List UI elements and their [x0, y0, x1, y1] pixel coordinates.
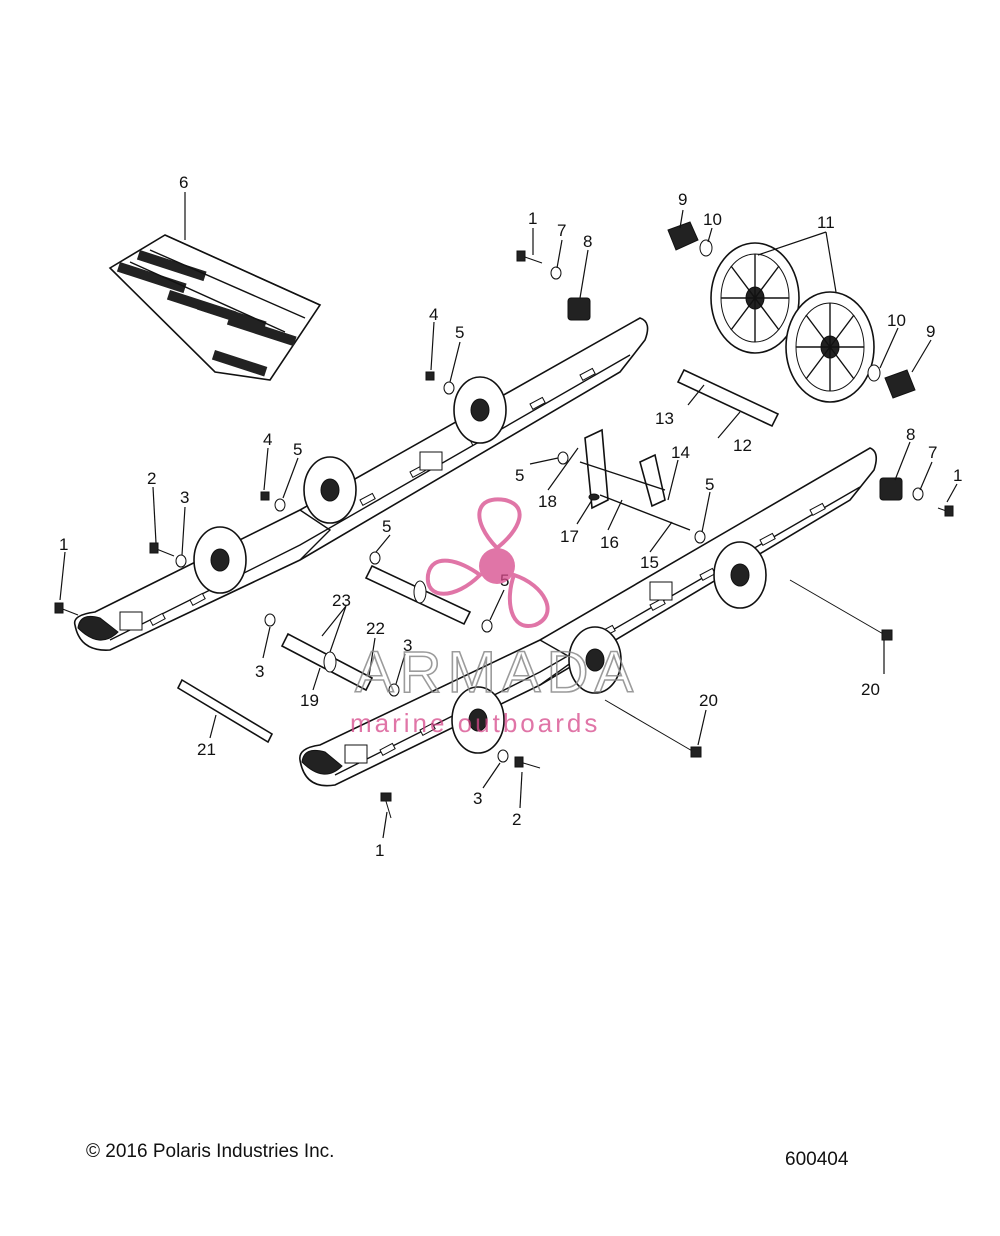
- wheel-cap: [884, 369, 916, 399]
- bolt: [54, 602, 79, 616]
- callout-label: 14: [671, 443, 690, 462]
- bolt: [937, 505, 954, 517]
- bracket-assembly: [579, 428, 691, 531]
- callouts: 6 1 7 8 9 10 11 10 9 4 5 4 5 2 3 1 5 18 …: [59, 173, 962, 860]
- callout-label: 23: [332, 591, 351, 610]
- washer: [175, 554, 187, 568]
- callout-label: 17: [560, 527, 579, 546]
- callout-label: 2: [147, 469, 156, 488]
- rod: [176, 678, 274, 744]
- mounting-plate: [879, 477, 903, 501]
- mounting-plate: [567, 297, 591, 321]
- callout-label: 5: [500, 571, 509, 590]
- wheel-cap: [667, 221, 699, 251]
- long-bolt: [604, 699, 702, 758]
- washer: [274, 498, 286, 512]
- callout-label: 10: [887, 311, 906, 330]
- shock-shaft: [364, 564, 472, 626]
- rail-wheel: [713, 541, 767, 609]
- callout-label: 5: [515, 466, 524, 485]
- callout-label: 18: [538, 492, 557, 511]
- callout-label: 21: [197, 740, 216, 759]
- cross-shaft: [280, 632, 374, 692]
- bolt: [514, 756, 541, 769]
- washer: [557, 451, 569, 465]
- callout-label: 13: [655, 409, 674, 428]
- rear-idler-wheel: [785, 291, 875, 403]
- callout-label: 7: [557, 221, 566, 240]
- callout-label: 4: [429, 305, 438, 324]
- washer: [912, 487, 924, 501]
- track-section: [108, 234, 322, 381]
- callout-label: 8: [583, 232, 592, 251]
- callout-label: 20: [699, 691, 718, 710]
- rear-idler-wheel: [710, 242, 800, 354]
- callout-label: 1: [528, 209, 537, 228]
- callout-label: 22: [366, 619, 385, 638]
- callout-label: 4: [263, 430, 272, 449]
- washer: [443, 381, 455, 395]
- washer: [369, 551, 381, 565]
- rail-wheel: [453, 376, 507, 444]
- left-rail: [73, 317, 649, 651]
- bolt: [260, 491, 270, 501]
- callout-label: 1: [375, 841, 384, 860]
- washer: [388, 683, 400, 697]
- callout-label: 5: [455, 323, 464, 342]
- rail-wheel: [303, 456, 357, 524]
- callout-label: 6: [179, 173, 188, 192]
- callout-label: 8: [906, 425, 915, 444]
- callout-label: 3: [180, 488, 189, 507]
- callout-label: 19: [300, 691, 319, 710]
- bolt: [516, 250, 543, 264]
- spacer: [867, 364, 881, 382]
- callout-label: 16: [600, 533, 619, 552]
- leader-lines: [59, 192, 958, 839]
- rail-wheel: [451, 686, 505, 754]
- long-bolt: [789, 579, 893, 641]
- callout-label: 2: [512, 810, 521, 829]
- callout-label: 5: [705, 475, 714, 494]
- washer: [497, 749, 509, 763]
- washer: [694, 530, 706, 544]
- rail-wheel: [193, 526, 247, 594]
- spacer: [699, 239, 713, 257]
- callout-label: 9: [926, 322, 935, 341]
- rear-axle: [676, 368, 780, 428]
- callout-label: 5: [382, 517, 391, 536]
- callout-label: 20: [861, 680, 880, 699]
- copyright-notice: © 2016 Polaris Industries Inc.: [86, 1141, 335, 1162]
- bolt: [149, 542, 175, 557]
- callout-label: 11: [817, 213, 835, 232]
- rail-wheel: [568, 626, 622, 694]
- washer: [481, 619, 493, 633]
- washer: [264, 613, 276, 627]
- drawing-number: 600404: [785, 1149, 849, 1170]
- bolt: [425, 371, 435, 381]
- washer: [550, 266, 562, 280]
- callout-label: 5: [293, 440, 302, 459]
- callout-label: 3: [255, 662, 264, 681]
- callout-label: 3: [473, 789, 482, 808]
- callout-label: 1: [59, 535, 68, 554]
- callout-label: 3: [403, 636, 412, 655]
- callout-label: 10: [703, 210, 722, 229]
- callout-label: 7: [928, 443, 937, 462]
- bolt: [380, 792, 392, 819]
- callout-label: 12: [733, 436, 752, 455]
- callout-label: 15: [640, 553, 659, 572]
- callout-label: 9: [678, 190, 687, 209]
- callout-label: 1: [953, 466, 962, 485]
